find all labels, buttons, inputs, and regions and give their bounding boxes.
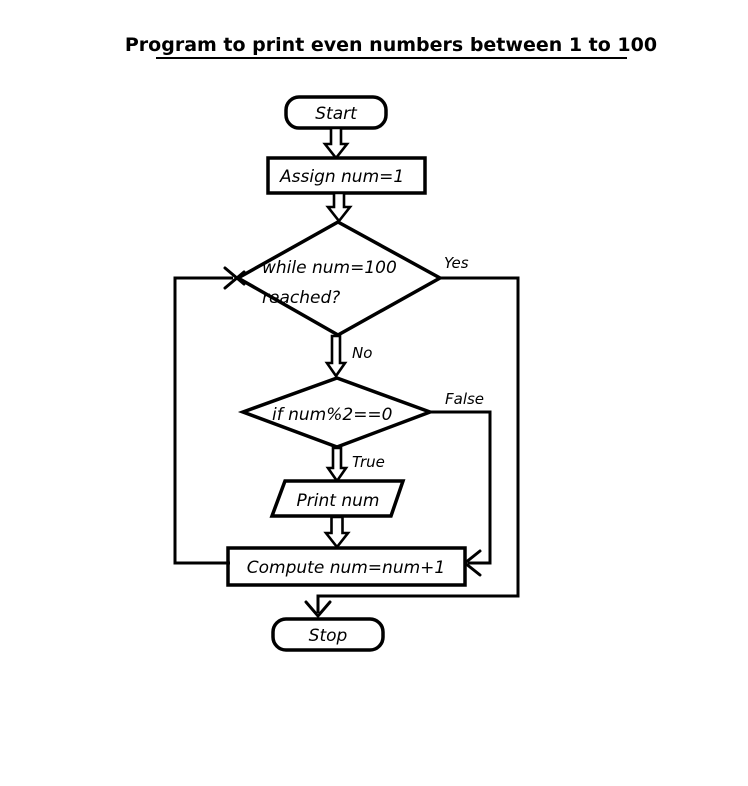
loop-back-line	[173, 276, 233, 565]
print-node	[269, 479, 406, 518]
while-decision-label-line1: while num=100	[262, 258, 397, 278]
no-edge-label: No	[352, 344, 372, 362]
loop-back-arrowhead-stroke1	[223, 266, 246, 286]
false-edge-line	[430, 410, 492, 565]
false-edge-label: False	[445, 390, 484, 408]
stop-node	[271, 617, 385, 652]
arrow-assign-to-while	[325, 191, 353, 224]
loop-back-arrowhead-stroke2	[223, 270, 246, 290]
true-edge-label: True	[352, 453, 385, 471]
arrow-print-to-compute	[323, 515, 351, 550]
compute-node	[226, 546, 467, 587]
print-node-label: Print num	[297, 491, 380, 511]
start-node-label: Start	[315, 104, 358, 124]
while-decision-label-line2: reached?	[262, 288, 340, 308]
yes-edge-label: Yes	[444, 254, 469, 272]
assign-node-label: Assign num=1	[279, 167, 404, 187]
arrow-start-to-assign	[322, 126, 350, 161]
yes-edge-line	[316, 276, 520, 613]
mod-decision-label: if num%2==0	[272, 405, 393, 425]
yes-edge-arrowhead	[304, 600, 332, 619]
compute-node-label: Compute num=num+1	[247, 558, 445, 578]
arrow-while-to-mod	[324, 334, 348, 379]
diagram-title: Program to print even numbers between 1 …	[125, 34, 657, 56]
assign-node	[266, 156, 427, 195]
arrow-mod-to-print	[325, 446, 349, 484]
while-decision-node	[234, 219, 444, 338]
stop-node-label: Stop	[309, 626, 348, 646]
